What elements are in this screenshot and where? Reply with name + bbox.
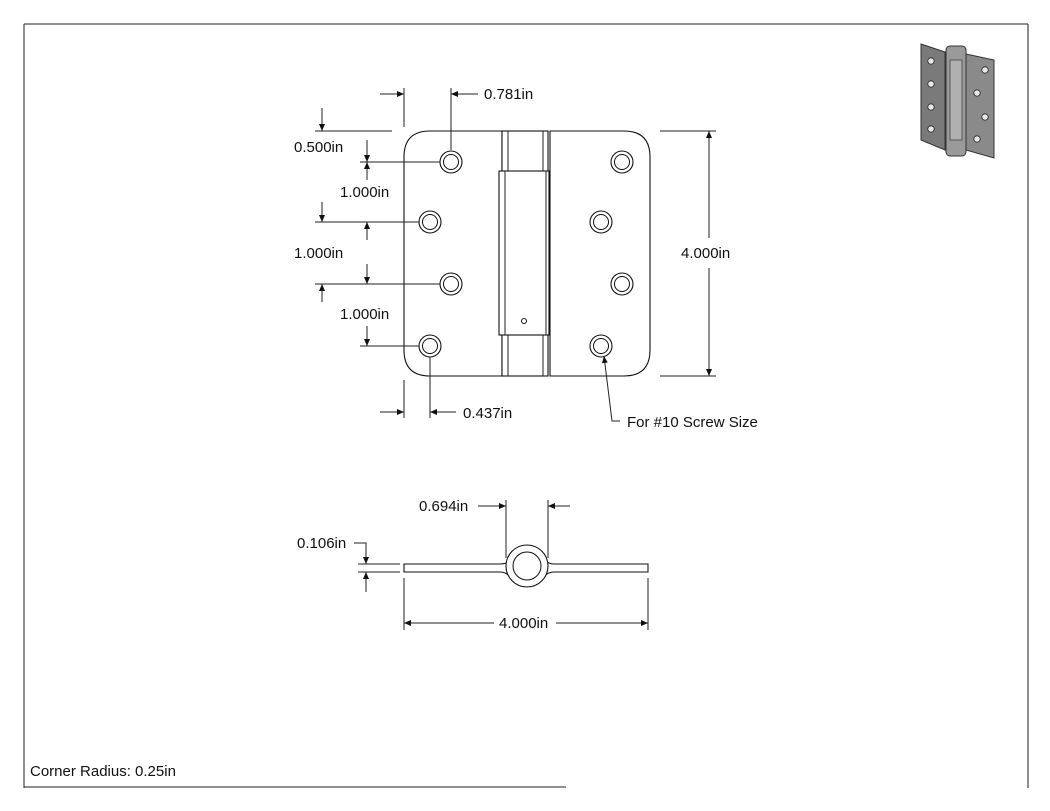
dim-label-1000-b: 1.000in [294, 245, 343, 262]
dim-leaf-thickness: 0.106in [297, 535, 400, 592]
dim-hole-side-offset: 0.437in [380, 357, 512, 422]
callout-text: For #10 Screw Size [627, 414, 758, 431]
dim-vertical-chain: 0.500in 1.000in 1.000in 1.000in [294, 108, 440, 347]
dim-label-1000-c: 1.000in [340, 306, 389, 323]
knuckle-strip [498, 130, 550, 377]
screw-hole [439, 150, 463, 174]
dim-label-0694: 0.694in [419, 498, 468, 515]
dim-label-0437: 0.437in [463, 405, 512, 422]
front-view [403, 130, 651, 377]
dim-hole-top-offset: 0.781in [380, 86, 533, 150]
corner-radius-note: Corner Radius: 0.25in [30, 763, 176, 780]
screw-hole [610, 272, 634, 296]
dim-overall-width: 4.000in [403, 578, 649, 632]
screw-hole [589, 210, 613, 234]
sheet-border [23, 23, 1029, 788]
dim-label-1000-a: 1.000in [340, 184, 389, 201]
edge-view [403, 544, 649, 588]
screw-size-callout: For #10 Screw Size [601, 355, 758, 431]
dim-label-4000-h: 4.000in [499, 615, 548, 632]
dim-label-4000-v: 4.000in [681, 245, 730, 262]
dim-overall-height: 4.000in [660, 130, 730, 377]
screw-hole [418, 334, 442, 358]
knuckle-inner [512, 551, 542, 581]
hinge-3d-preview-icon [920, 43, 995, 159]
dim-label-0781: 0.781in [484, 86, 533, 103]
dim-label-0500: 0.500in [294, 139, 343, 156]
screw-hole [589, 334, 613, 358]
screw-hole [610, 150, 634, 174]
dim-knuckle-diameter: 0.694in [419, 498, 570, 558]
screw-hole [418, 210, 442, 234]
right-leaf [549, 130, 651, 377]
dim-label-0106: 0.106in [297, 535, 346, 552]
screw-hole [439, 272, 463, 296]
